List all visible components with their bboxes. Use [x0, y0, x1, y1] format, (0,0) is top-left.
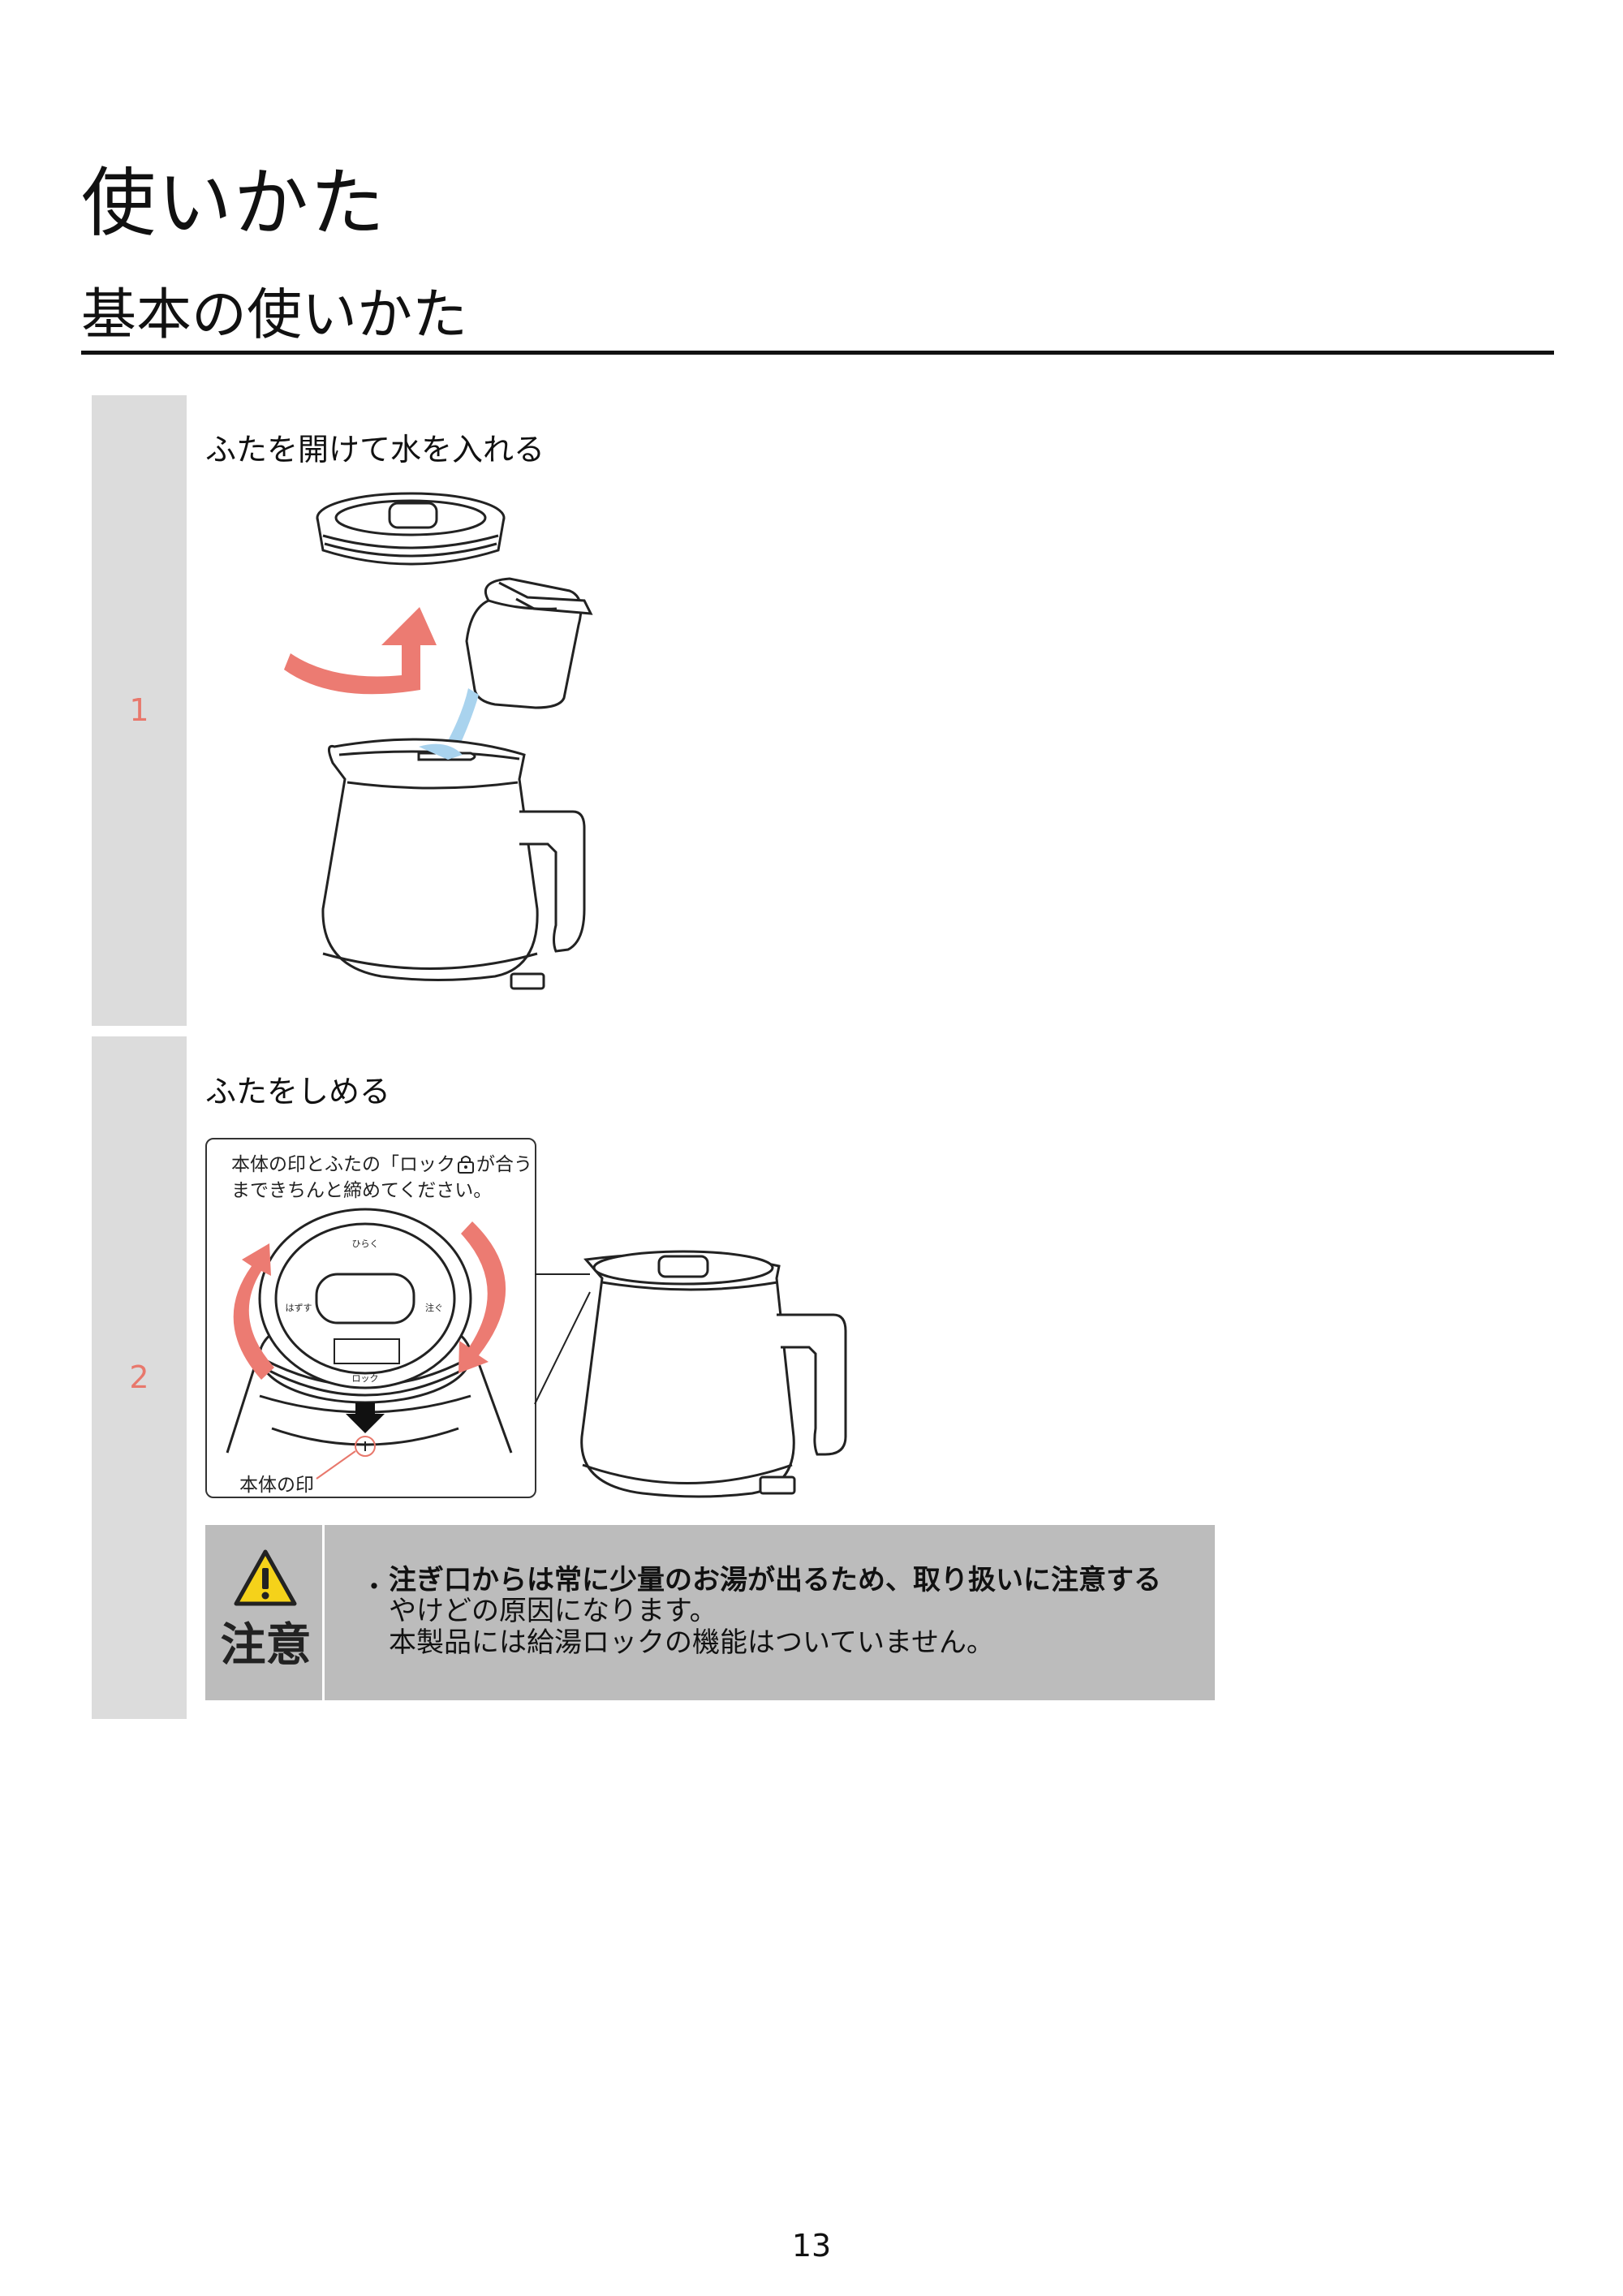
curved-arrow-icon [284, 607, 437, 695]
step-2-number: 2 [129, 1359, 149, 1395]
caution-label: 注意 [220, 1619, 312, 1672]
water-stream [445, 688, 479, 753]
section-title: 基本の使いかた [81, 283, 468, 347]
lid-mark-lock: ロック [352, 1373, 379, 1384]
rotate-arrow-left-icon [233, 1243, 274, 1380]
callout-text-line-1: 本体の印とふたの「ロックが合う [231, 1154, 532, 1175]
lid-mark-remove: はずす [286, 1303, 312, 1313]
caution-main-line: 注ぎ口からは常に少量のお湯が出るため、取り扱いに注意する [389, 1564, 1161, 1596]
warning-triangle-icon [234, 1549, 297, 1606]
step-1-bar [92, 395, 187, 1026]
caution-panel [205, 1525, 1215, 1700]
lid-mark-open: ひらく [352, 1238, 379, 1249]
kettle-closed-illustration [580, 1250, 847, 1498]
lid-mark-pour: 注ぐ [425, 1302, 443, 1313]
callout-leader-lines [534, 1273, 591, 1405]
measuring-cup-illustration [465, 577, 593, 709]
rotate-arrow-right-icon [458, 1221, 506, 1373]
section-divider [81, 351, 1554, 355]
kettle-illustration [321, 738, 586, 990]
down-arrow-icon [346, 1402, 385, 1433]
caution-divider [322, 1525, 325, 1700]
lid-illustration [316, 492, 506, 566]
page-title: 使いかた [81, 160, 387, 247]
step-2-heading: ふたをしめる [205, 1074, 391, 1109]
step-2-bar [92, 1036, 187, 1719]
step-1-number: 1 [129, 692, 149, 728]
step-1-heading: ふたを開けて水を入れる [205, 432, 545, 467]
open-lid-pour-water-illustration [284, 492, 593, 990]
caution-detail-line-1: やけどの原因になります。 [389, 1595, 717, 1627]
page-number: 13 [791, 2228, 832, 2264]
body-mark-highlight [355, 1436, 376, 1457]
caution-bullet: ・ [360, 1571, 388, 1604]
body-mark-label: 本体の印 [239, 1475, 314, 1496]
callout-text-line-2: まできちんと締めてください。 [231, 1180, 493, 1201]
caution-detail-line-2: 本製品には給湯ロックの機能はついていません。 [389, 1626, 994, 1659]
lid-alignment-illustration: ひらく ロック はずす 注ぐ [226, 1208, 513, 1480]
padlock-icon [458, 1156, 474, 1174]
